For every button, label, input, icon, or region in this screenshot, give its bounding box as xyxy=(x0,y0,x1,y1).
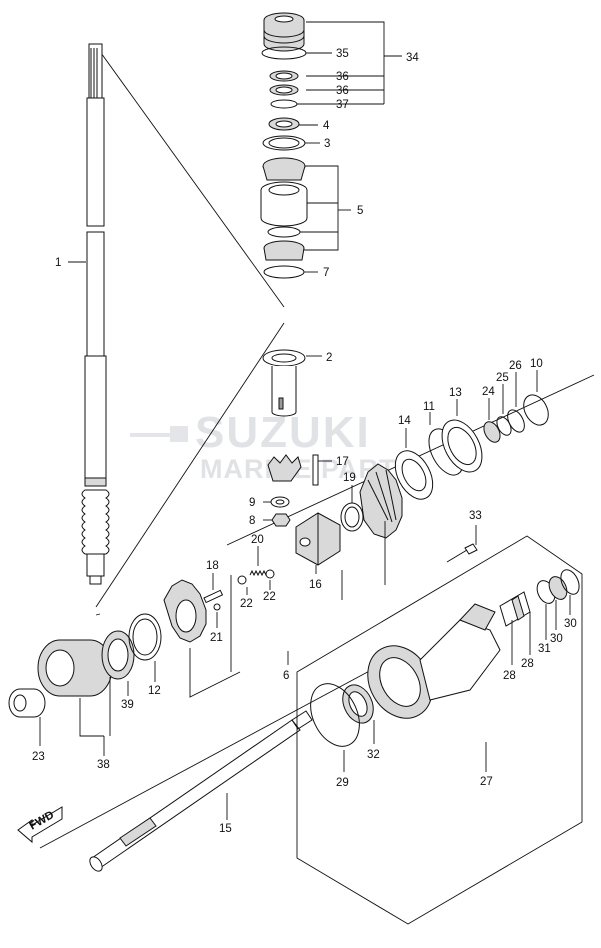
label-part-22b: 22 xyxy=(263,591,276,603)
label-part-37: 37 xyxy=(336,99,349,111)
rear-bearing-set xyxy=(8,613,162,718)
label-part-29: 29 xyxy=(336,777,349,789)
label-part-6: 6 xyxy=(283,670,289,682)
carrier-assembly-box xyxy=(296,535,583,925)
label-part-13: 13 xyxy=(449,387,462,399)
leader-lines xyxy=(39,21,571,820)
label-part-11: 11 xyxy=(423,401,435,413)
label-part-34: 34 xyxy=(406,52,419,64)
label-part-18: 18 xyxy=(206,560,219,572)
label-part-5: 5 xyxy=(357,205,363,217)
label-part-8: 8 xyxy=(249,515,255,527)
label-part-10: 10 xyxy=(530,358,543,370)
label-part-2: 2 xyxy=(326,352,332,364)
label-part-19: 19 xyxy=(343,472,356,484)
label-part-1: 1 xyxy=(55,257,61,269)
label-part-9: 9 xyxy=(249,497,255,509)
label-part-26: 26 xyxy=(509,360,522,372)
upper-bearing-stack xyxy=(260,12,308,279)
label-part-21: 21 xyxy=(210,632,223,644)
fwd-arrow-icon: FWD xyxy=(17,806,63,844)
label-part-23: 23 xyxy=(32,751,45,763)
part-number-labels: 1 2 3 4 5 6 7 9 8 10 11 12 13 14 15 16 1… xyxy=(32,48,577,835)
label-part-27: 27 xyxy=(480,776,493,788)
label-part-14: 14 xyxy=(398,415,411,427)
label-part-16: 16 xyxy=(309,579,322,591)
label-part-12: 12 xyxy=(148,685,161,697)
label-part-15: 15 xyxy=(219,823,232,835)
label-part-30a: 30 xyxy=(550,633,563,645)
label-part-22a: 22 xyxy=(240,598,253,610)
label-part-38: 38 xyxy=(97,759,110,771)
label-part-36b: 36 xyxy=(336,85,349,97)
label-part-4: 4 xyxy=(323,120,330,132)
thrust-washers xyxy=(394,394,549,500)
label-part-28b: 28 xyxy=(521,658,534,670)
label-part-3: 3 xyxy=(324,138,330,150)
label-part-25: 25 xyxy=(496,372,509,384)
label-part-24: 24 xyxy=(482,386,495,398)
watermark-logo-icon xyxy=(130,426,188,442)
label-part-28a: 28 xyxy=(503,670,516,682)
propeller-shaft xyxy=(89,710,313,872)
label-part-20: 20 xyxy=(251,534,264,546)
label-part-36a: 36 xyxy=(336,71,349,83)
label-part-7: 7 xyxy=(323,267,329,279)
label-part-35: 35 xyxy=(336,48,349,60)
clutch-parts xyxy=(163,454,403,643)
label-part-17: 17 xyxy=(336,456,349,468)
label-part-30b: 30 xyxy=(564,618,577,630)
sleeve xyxy=(262,349,306,417)
label-part-33: 33 xyxy=(469,510,482,522)
label-part-39: 39 xyxy=(121,699,134,711)
label-part-31: 31 xyxy=(538,643,551,655)
label-part-32: 32 xyxy=(367,749,380,761)
driveshaft xyxy=(81,43,110,585)
